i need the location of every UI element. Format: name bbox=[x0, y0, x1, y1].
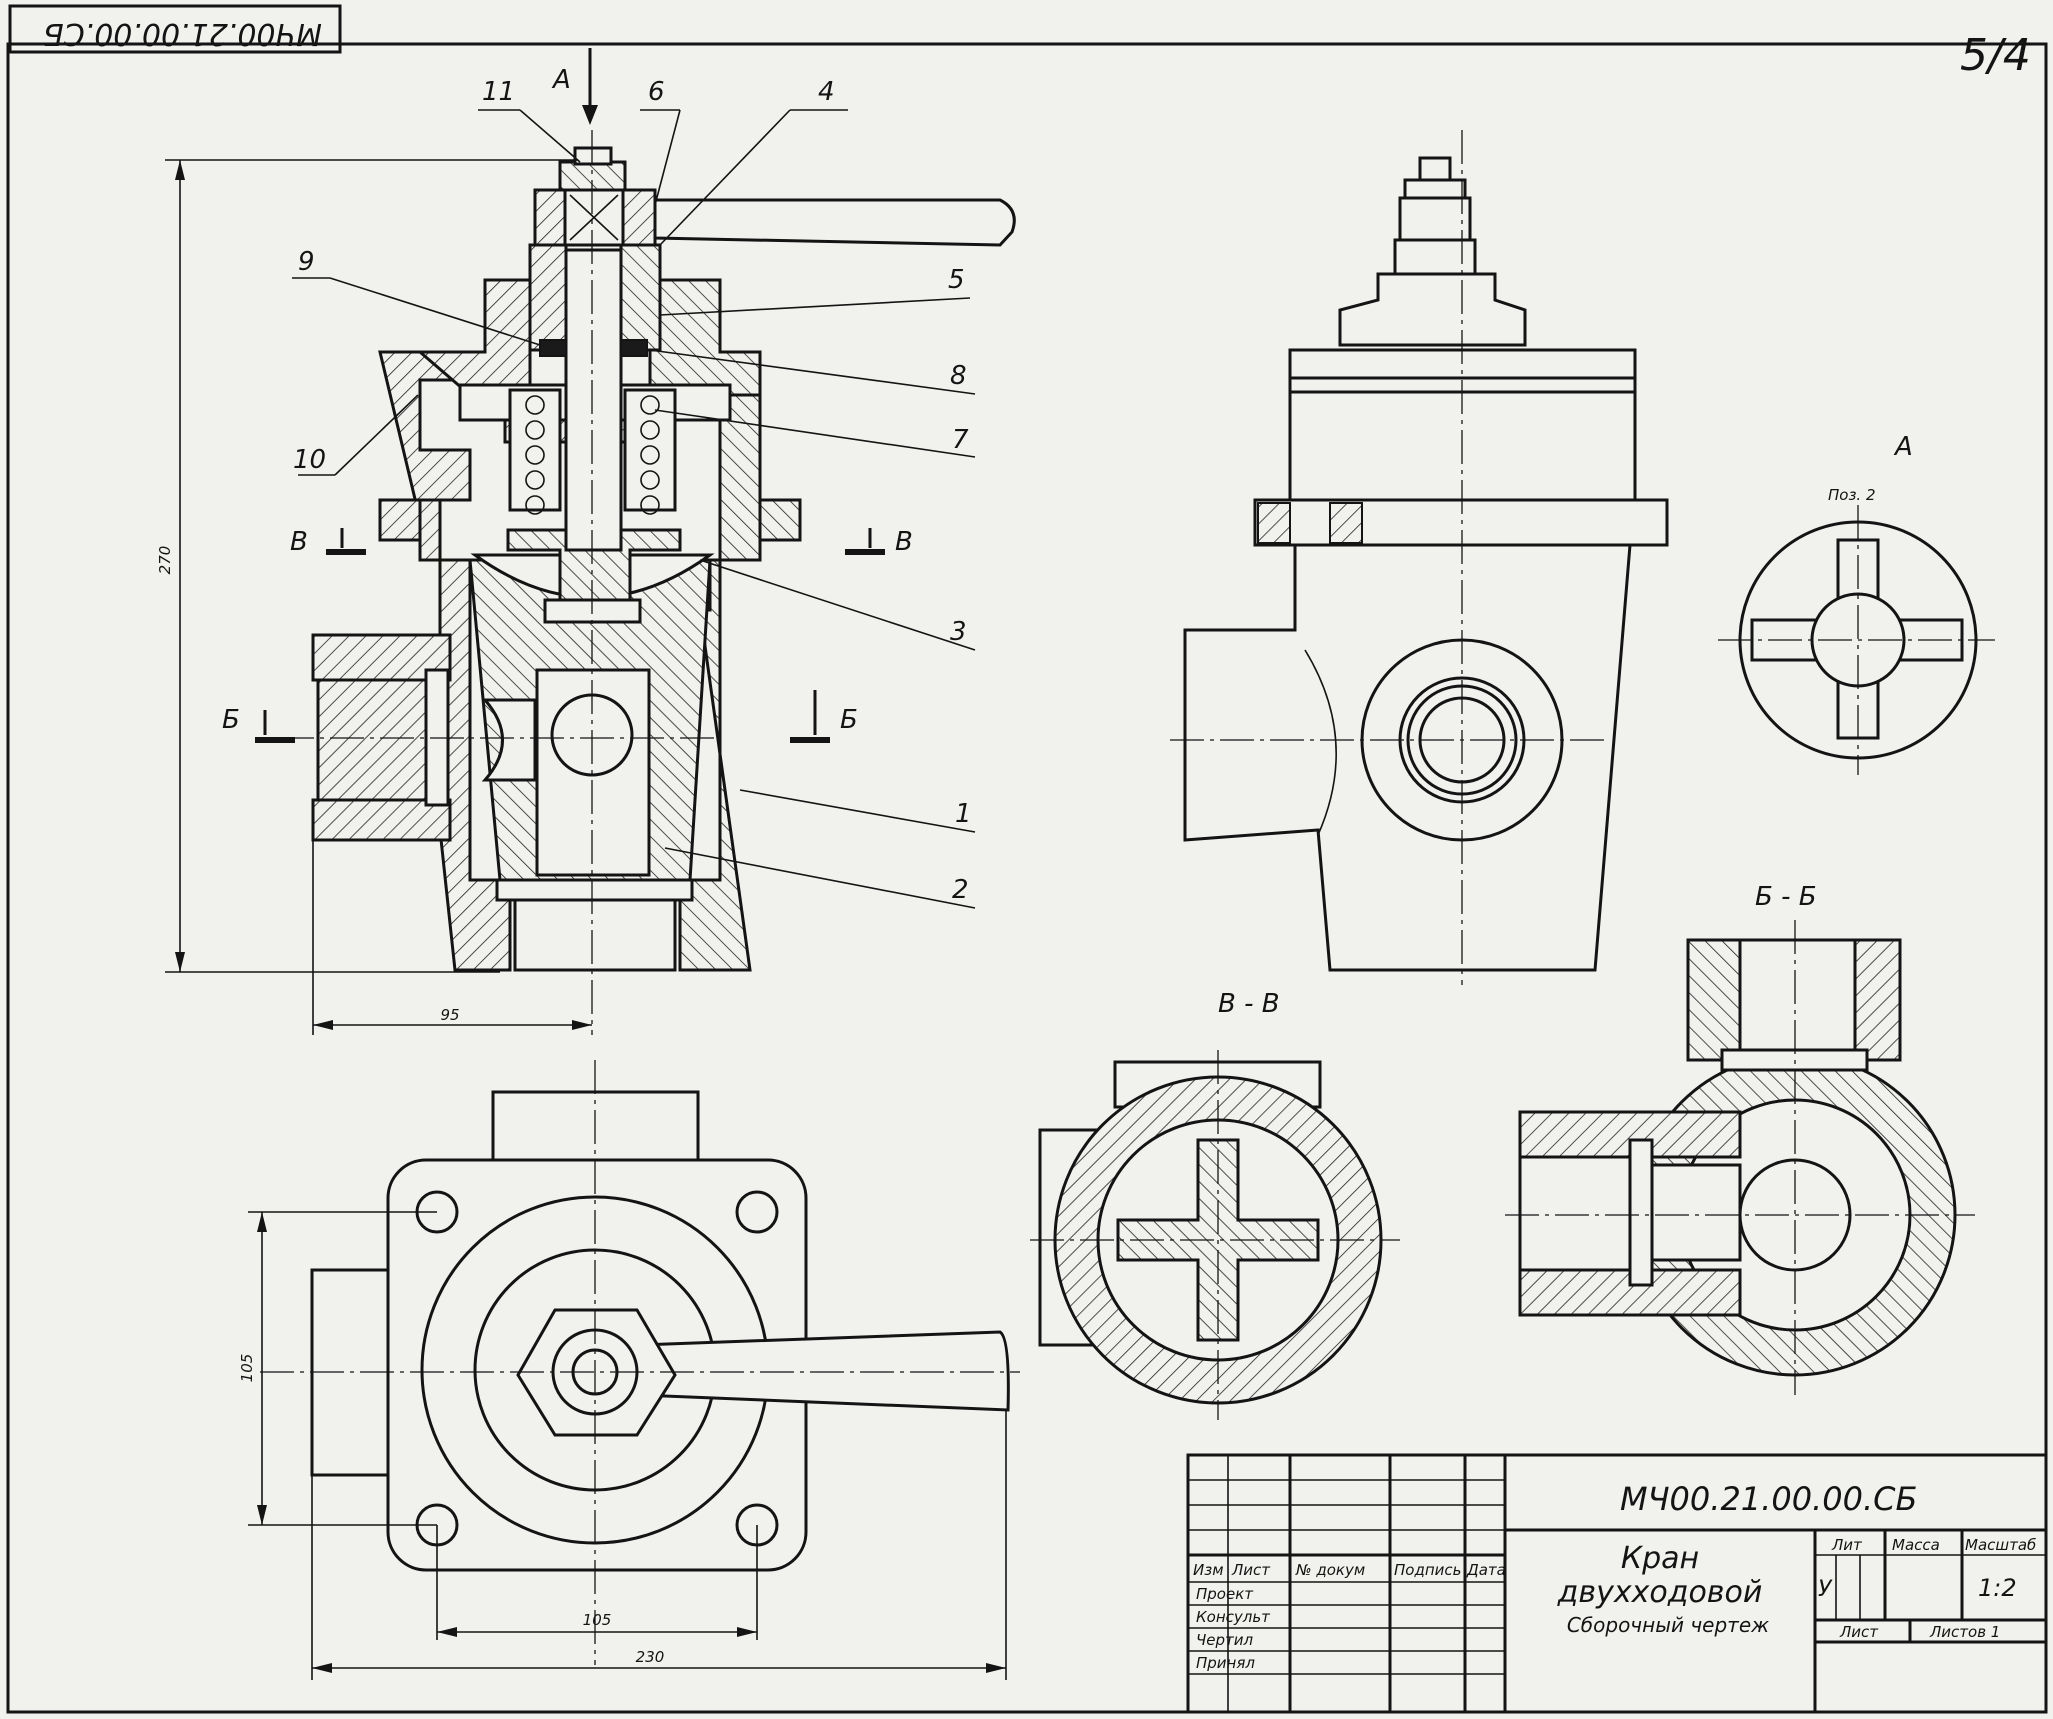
tb-col-list: Лист bbox=[1231, 1561, 1271, 1579]
stem bbox=[564, 248, 623, 552]
callout-5: 5 bbox=[948, 265, 965, 295]
tb-scale-value: 1:2 bbox=[1978, 1574, 2017, 1602]
callout-leaders bbox=[292, 109, 976, 909]
section-mark-b-left: Б bbox=[222, 705, 240, 735]
front-view bbox=[1170, 130, 1669, 985]
dim-270: 270 bbox=[156, 546, 174, 575]
main-section-view: В В Б Б А 11 6 4 9 5 8 bbox=[156, 48, 1016, 1035]
callout-8: 8 bbox=[950, 361, 967, 391]
callout-1: 1 bbox=[955, 799, 972, 829]
dim-95: 95 bbox=[440, 1006, 459, 1024]
tb-row-konsult: Консульт bbox=[1196, 1608, 1271, 1626]
section-bb-title: Б - Б bbox=[1755, 882, 1817, 912]
callout-6: 6 bbox=[648, 77, 665, 107]
callout-10: 10 bbox=[293, 445, 326, 475]
sheet-number: 5/4 bbox=[1960, 30, 2031, 81]
handle-lever bbox=[653, 198, 1016, 247]
tb-col-docnum: № докум bbox=[1295, 1561, 1365, 1579]
dim-230: 230 bbox=[636, 1648, 665, 1666]
section-mark-b-right: Б bbox=[840, 705, 858, 735]
view-arrow-a: А bbox=[551, 65, 571, 95]
section-vv-title: В - В bbox=[1218, 989, 1280, 1019]
tb-name-line2: двухходовой bbox=[1557, 1575, 1763, 1610]
corner-stamp-text: МЧ00.21.00.00.СБ bbox=[43, 16, 322, 51]
callout-3: 3 bbox=[950, 617, 967, 647]
tb-row-prinyal: Принял bbox=[1196, 1654, 1255, 1672]
callout-4: 4 bbox=[818, 77, 835, 107]
tb-doc-type: Сборочный чертеж bbox=[1567, 1613, 1769, 1637]
drawing-frame bbox=[6, 42, 2048, 1714]
tb-lit-value: У bbox=[1818, 1577, 1833, 1602]
section-b-b: Б - Б bbox=[1505, 882, 1975, 1395]
tb-hdr-masshtab: Масштаб bbox=[1965, 1536, 2036, 1554]
dim-105-horizontal: 105 bbox=[583, 1611, 612, 1629]
callout-7: 7 bbox=[952, 425, 969, 455]
spring-coils bbox=[525, 395, 660, 515]
corner-stamp: МЧ00.21.00.00.СБ bbox=[8, 4, 342, 54]
stem-head bbox=[506, 528, 682, 602]
section-mark-v-left: В bbox=[290, 527, 308, 557]
view-a-position: Поз. 2 bbox=[1828, 486, 1876, 504]
tb-col-izm: Изм bbox=[1193, 1561, 1224, 1579]
tb-col-date: Дата bbox=[1466, 1561, 1506, 1579]
tb-hdr-lit: Лит bbox=[1831, 1536, 1863, 1554]
section-v-v: В - В bbox=[1030, 989, 1400, 1420]
dim-105-vertical: 105 bbox=[238, 1354, 256, 1383]
tb-sheet-label: Лист bbox=[1839, 1623, 1879, 1641]
section-mark-v-right: В bbox=[895, 527, 913, 557]
top-view: 105 105 230 bbox=[238, 1060, 1020, 1680]
tb-hdr-massa: Масса bbox=[1892, 1536, 1940, 1554]
view-a-title: А bbox=[1893, 432, 1913, 462]
view-a: А Поз. 2 bbox=[1718, 432, 1995, 775]
tb-row-proekt: Проект bbox=[1196, 1585, 1254, 1603]
tb-designation: МЧ00.21.00.00.СБ bbox=[1620, 1480, 1917, 1518]
callout-11: 11 bbox=[482, 77, 515, 107]
callout-2: 2 bbox=[952, 875, 969, 905]
tb-row-chertil: Чертил bbox=[1196, 1631, 1254, 1649]
title-block: Изм Лист № докум Подпись Дата Проект Кон… bbox=[1186, 1453, 2048, 1714]
tb-name-line1: Кран bbox=[1621, 1541, 1699, 1576]
tb-col-sign: Подпись bbox=[1394, 1561, 1461, 1579]
callout-9: 9 bbox=[298, 247, 315, 277]
tb-sheets-label: Листов 1 bbox=[1929, 1623, 2000, 1641]
